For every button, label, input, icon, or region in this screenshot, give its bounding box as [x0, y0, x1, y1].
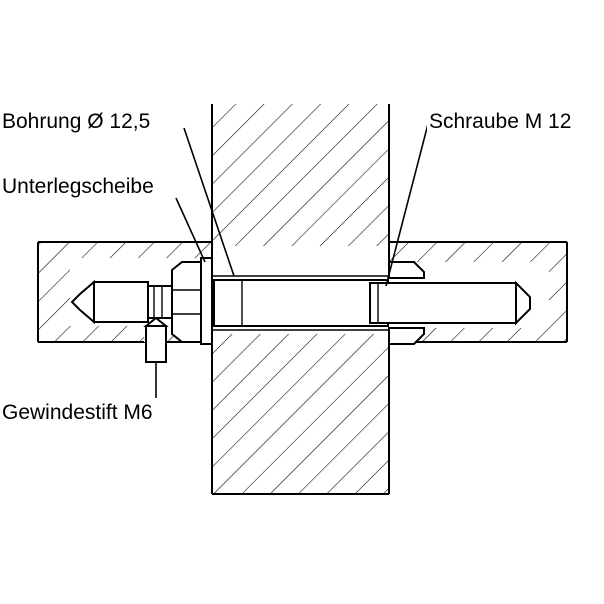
washer — [200, 257, 213, 345]
label-gewindestift: Gewindestift M6 — [0, 401, 155, 424]
left-hex-nut — [171, 261, 202, 343]
bolt-end — [70, 279, 173, 325]
leader-bohrung — [183, 127, 235, 277]
leader-unterlegscheibe — [175, 197, 206, 263]
screw-m12 — [369, 280, 531, 326]
leader-schraube — [385, 123, 429, 287]
wall-section — [211, 104, 390, 495]
leader-lines — [155, 123, 429, 398]
bolt-body — [213, 279, 389, 327]
label-schraube: Schraube M 12 — [427, 110, 574, 133]
set-screw-m6 — [143, 316, 169, 363]
label-unterlegscheibe: Unterlegscheibe — [0, 175, 156, 198]
label-bohrung: Bohrung Ø 12,5 — [0, 110, 153, 133]
